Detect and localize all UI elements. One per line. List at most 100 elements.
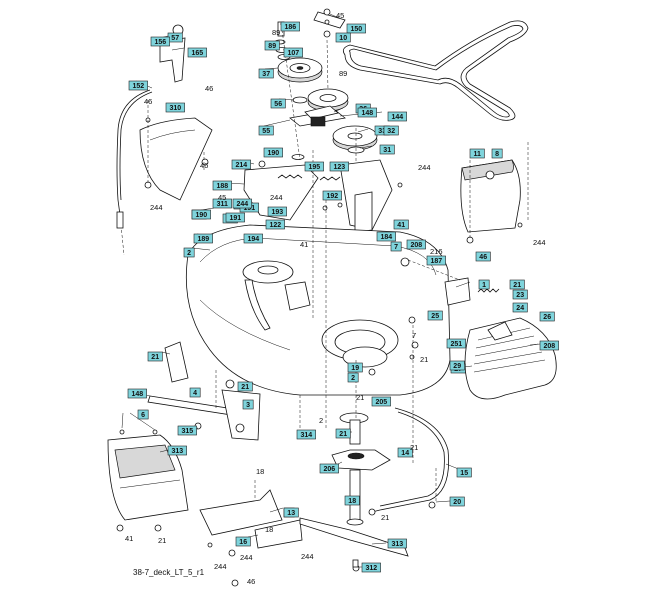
callout-number: 150 [350,26,362,33]
callout-number: 21 [339,431,347,438]
callout-box: 89 [264,40,280,51]
plain-callout-number: 21 [356,393,364,402]
callout-number: 191 [229,215,241,222]
callout-box: 2 [347,372,359,383]
callout-number: 214 [235,162,247,169]
callout-box: 18 [344,495,360,506]
drive-belt [342,20,529,121]
callout-box: 190 [263,147,283,158]
callout-box: 310 [165,102,185,113]
callout-box: 14 [397,447,413,458]
callout-box: 122 [265,219,285,230]
callout-number: 123 [333,164,345,171]
callout-number: 41 [397,222,405,229]
callout-number: 13 [287,510,295,517]
callout-box: 10 [335,32,351,43]
callout-box: 195 [304,161,324,172]
callout-box: 194 [243,233,263,244]
plain-callout-number: 45 [218,193,226,202]
callout-box: 208 [406,239,426,250]
callout-box: 3 [242,399,254,410]
callout-box: 32 [383,125,399,136]
callout-box: 26 [539,311,555,322]
plain-callout-number: 21 [381,513,389,522]
callout-box: 214 [231,159,251,170]
callout-number: 89 [268,43,276,50]
plain-callout-number: 18 [256,467,264,476]
discharge-chute [444,277,557,400]
callout-box: 41 [393,219,409,230]
callout-box: 156 [150,36,170,47]
belt-cover [460,159,523,244]
callout-box: 152 [128,80,148,91]
callout-number: 15 [460,470,468,477]
callout-number: 193 [271,209,283,216]
mower-deck [185,224,451,396]
callout-box: 187 [426,255,446,266]
callout-number: 1 [482,282,486,289]
callout-number: 192 [326,193,338,200]
callout-box: 21 [335,428,351,439]
plain-callout-number: 46 [247,577,255,586]
callout-box: 16 [235,536,251,547]
callout-number: 20 [453,499,461,506]
front-baffle [107,429,189,532]
callout-box: 208 [539,340,559,351]
callout-number: 31 [383,147,391,154]
plain-callout-number: 2 [319,416,323,425]
leader-lines [147,100,529,502]
callout-box: 2 [183,247,195,258]
callout-box: 20 [449,496,465,507]
plain-callout-number: 7 [412,331,416,340]
callout-box: 190 [191,209,211,220]
callout-box: 29 [449,360,465,371]
callout-number: 2 [351,375,355,382]
callout-box: 46 [475,251,491,262]
callout-box: 55 [258,125,274,136]
callout-number: 191 [243,205,255,212]
callout-number: 144 [391,114,403,121]
callout-number: 208 [543,343,555,350]
callout-box: 205 [371,396,391,407]
callout-box: 193 [267,206,287,217]
plain-callout-number: 21 [410,443,418,452]
callout-number: 208 [410,242,422,249]
plain-callout-number: 216 [430,247,443,256]
plain-callout-number: 41 [300,240,308,249]
callout-number: 315 [181,428,193,435]
callout-box: 312 [361,562,381,573]
callout-box: 186 [280,21,300,32]
callout-number: 190 [267,150,279,157]
callout-box: 184 [376,231,396,242]
rear-bracket [199,489,303,587]
callout-number: 14 [401,450,409,457]
callout-number: 310 [169,105,181,112]
callout-number: 107 [287,50,299,57]
callout-number: 24 [516,305,524,312]
callout-box: 206 [319,463,339,474]
callout-box: 165 [187,47,207,58]
drawing-caption: 38-7_deck_LT_5_r1 [133,568,205,577]
plain-callout-number: 244 [533,238,546,247]
callout-box: 13 [283,507,299,518]
callout-box: 8 [491,148,503,159]
callout-number: 187 [430,258,442,265]
callout-number: 148 [361,110,373,117]
callout-number: 8 [495,151,499,158]
callout-box: 313 [387,538,407,549]
callout-number: 21 [513,282,521,289]
plain-callout-number: 244 [214,562,227,571]
callout-box: 192 [322,190,342,201]
callout-number: 37 [262,71,270,78]
callout-box: 24 [512,302,528,313]
plain-callout-number: 46 [200,161,208,170]
callout-box: 1 [478,279,490,290]
callout-box: 189 [193,233,213,244]
callout-number: 184 [380,234,392,241]
callout-box: 7 [390,241,402,252]
callout-number: 165 [191,50,203,57]
callout-box: 11 [469,148,485,159]
callout-box: 31 [379,144,395,155]
callout-number: 148 [131,391,143,398]
